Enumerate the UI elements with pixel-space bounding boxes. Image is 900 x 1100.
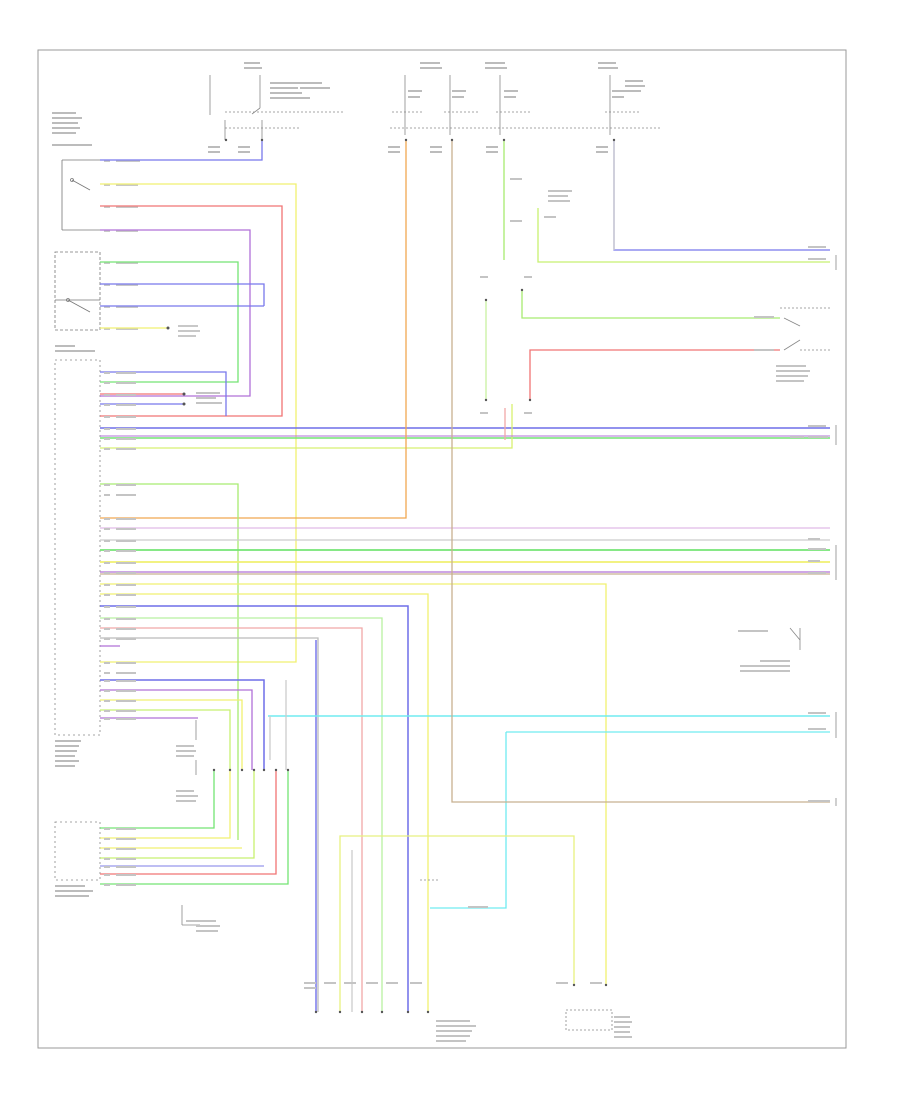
wire-cyan-3	[430, 732, 507, 909]
wire-green-bottom-2	[100, 770, 289, 885]
diagram-border	[37, 49, 847, 1049]
wire-blue-right	[613, 140, 830, 251]
wires	[100, 140, 830, 1012]
wire-blue-top	[100, 140, 263, 161]
wire-green-mid	[521, 290, 780, 319]
wire-lightgreen-h	[537, 208, 830, 263]
wire-lightgreen-lower	[100, 709, 231, 770]
wire-blue-lower-1	[100, 679, 265, 770]
left-switch-middle	[54, 251, 101, 331]
right-labels	[104, 178, 830, 1042]
wire-red-1	[100, 205, 283, 417]
pin-labels	[104, 160, 200, 337]
wire-green-bottom-1	[100, 770, 215, 829]
wire-purple-lower	[100, 689, 253, 770]
wire-gray-down	[100, 637, 319, 1012]
power-feed-section	[209, 75, 660, 140]
wire-green-1	[100, 261, 239, 383]
wire-red-bottom	[100, 770, 277, 875]
wire-pink-down	[100, 627, 363, 1012]
bottom-left-unit	[54, 821, 101, 881]
wire-yellow-bottom	[100, 770, 231, 839]
wire-yellow-down-1	[100, 593, 429, 1012]
top-labels	[52, 62, 645, 153]
wire-orange	[100, 140, 407, 519]
right-side-components	[181, 255, 837, 1031]
wire-lightgreen-bottom	[100, 770, 255, 859]
left-switch-upper	[55, 159, 100, 301]
wire-yellow-1	[100, 183, 297, 663]
wire-yellow-lower	[100, 699, 243, 770]
wire-yellow-loop	[339, 835, 575, 1012]
wire-green-down	[100, 617, 383, 1012]
wire-red-right	[529, 349, 780, 400]
wire-green-bus-2	[100, 483, 239, 840]
control-unit-box	[54, 359, 101, 736]
wire-blue-down	[100, 605, 409, 1012]
control-unit-labels	[55, 345, 95, 897]
connector-markers	[166, 138, 616, 1014]
wire-lightgreen-long	[100, 404, 513, 449]
wire-yellow-down-2	[100, 583, 607, 985]
wire-blue-2	[100, 283, 265, 306]
wire-black-long	[451, 140, 830, 803]
wire-blue-5	[100, 371, 227, 416]
wire-purple-1	[100, 229, 251, 397]
